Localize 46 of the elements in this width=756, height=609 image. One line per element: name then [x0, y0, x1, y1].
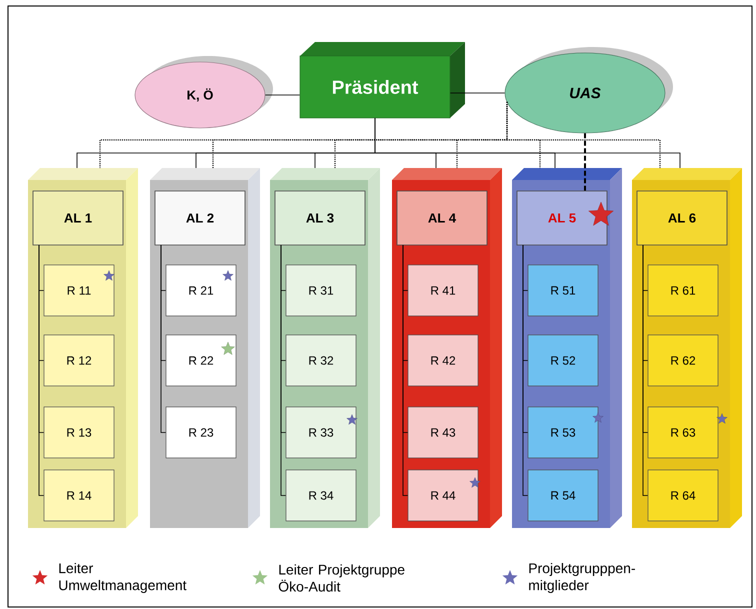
department-box: AL 1: [32, 190, 124, 246]
unit-box: R 13: [44, 406, 114, 458]
unit-box: R 22: [166, 334, 236, 386]
department-box: AL 4: [396, 190, 488, 246]
connector-line: [38, 244, 44, 496]
department-box: AL 2: [154, 190, 246, 246]
ellipse-node: UAS: [504, 46, 673, 134]
unit-box: R 53: [528, 406, 598, 458]
unit-box: R 33: [286, 406, 356, 458]
connector-line: [374, 118, 680, 168]
unit-box: R 42: [408, 334, 478, 386]
unit-box: R 34: [286, 470, 356, 522]
legend-text: Leiter Umweltmanagement: [59, 562, 186, 593]
department-box: AL 3: [274, 190, 366, 246]
president-box: Präsident: [300, 42, 465, 118]
unit-box: R 43: [408, 406, 478, 458]
unit-box: R 51: [528, 264, 598, 316]
unit-box: R 63: [648, 406, 718, 458]
legend-text: Projektgrupppen-mitglieder: [529, 562, 635, 593]
unit-box: R 62: [648, 334, 718, 386]
unit-box: R 14: [44, 470, 114, 522]
unit-box: R 64: [648, 470, 718, 522]
unit-box: R 12: [44, 334, 114, 386]
connector-line: [522, 244, 528, 496]
unit-box: R 23: [166, 406, 236, 458]
unit-box: R 32: [286, 334, 356, 386]
connector-line: [506, 102, 661, 168]
unit-box: R 52: [528, 334, 598, 386]
unit-box: R 44: [408, 470, 478, 522]
unit-box: R 41: [408, 264, 478, 316]
unit-box: R 31: [286, 264, 356, 316]
unit-box: R 21: [166, 264, 236, 316]
unit-box: R 61: [648, 264, 718, 316]
connector-line: [584, 133, 586, 191]
connector-line: [642, 244, 648, 496]
unit-box: R 11: [44, 264, 114, 316]
ellipse-node: K, Ö: [134, 56, 273, 128]
unit-box: R 54: [528, 470, 598, 522]
connector-line: [264, 94, 300, 96]
department-box: AL 5: [516, 190, 608, 246]
connector-line: [450, 92, 506, 94]
connector-line: [160, 244, 166, 433]
legend-text: Leiter Projektgruppe Öko-Audit: [278, 564, 404, 592]
department-box: AL 6: [636, 190, 728, 246]
connector-line: [280, 244, 286, 496]
connector-line: [402, 244, 408, 496]
